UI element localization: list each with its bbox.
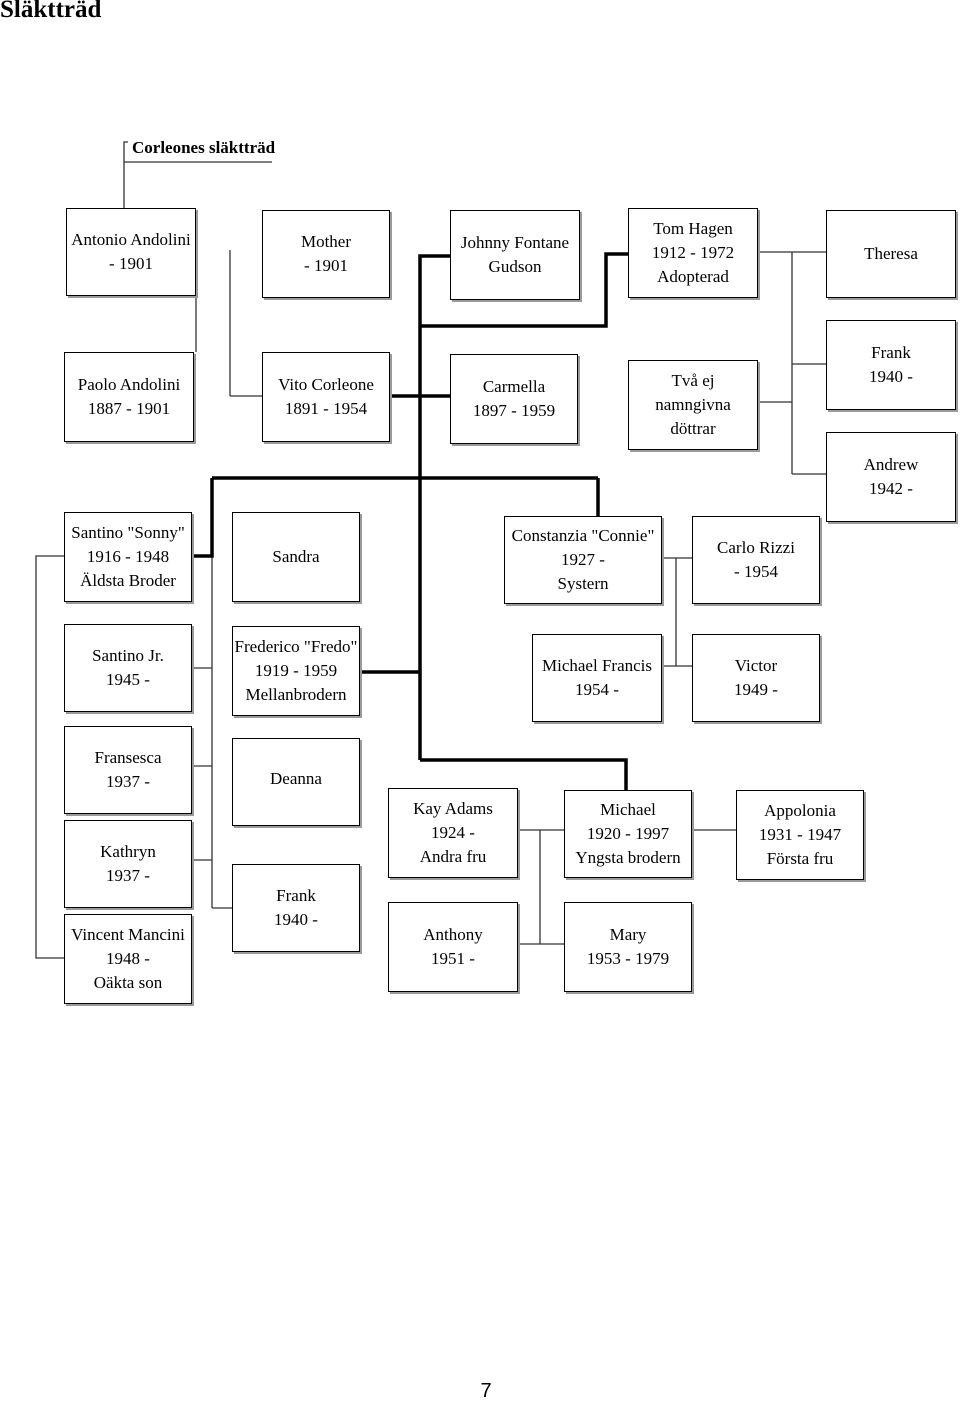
person-carmella: Carmella 1897 - 1959 (450, 354, 578, 444)
connector-lines (35, 141, 826, 959)
person-deanna: Deanna (232, 738, 360, 826)
person-victor: Victor 1949 - (692, 634, 820, 722)
person-name: Mary (609, 925, 647, 944)
person-note: Andra fru (419, 847, 487, 866)
person-name: Santino "Sonny" (71, 523, 185, 542)
page-heading: Släktträd (0, 0, 102, 23)
person-dates: 1919 - 1959 (254, 661, 338, 680)
person-name: Santino Jr. (92, 646, 164, 665)
person-name: Carlo Rizzi (717, 538, 795, 557)
person-dates: 1940 - (869, 367, 913, 386)
person-dates: - 1954 (734, 562, 778, 581)
person-note: Första fru (766, 849, 834, 868)
person-name: Sandra (272, 547, 320, 566)
person-dates: - 1901 (109, 254, 153, 273)
person-name: Vito Corleone (278, 375, 374, 394)
person-fransesca: Fransesca 1937 - (64, 726, 192, 814)
person-constanzia-connie: Constanzia "Connie" 1927 - Systern (504, 516, 662, 604)
person-frank-hagen: Frank 1940 - (826, 320, 956, 410)
person-name: Michael Francis (542, 656, 652, 675)
person-note: Yngsta brodern (575, 848, 681, 867)
person-dates: 1953 - 1979 (586, 949, 670, 968)
person-dates: 1951 - (431, 949, 475, 968)
person-name: Johnny Fontane (460, 233, 570, 252)
person-appolonia: Appolonia 1931 - 1947 Första fru (736, 790, 864, 880)
person-name: Mother (300, 232, 352, 251)
person-dates: 1927 - (561, 550, 605, 569)
person-dates: 1949 - (734, 680, 778, 699)
person-sandra: Sandra (232, 512, 360, 602)
person-note: Äldsta Broder (80, 571, 176, 590)
page-number: 7 (480, 1380, 492, 1402)
person-mother: Mother - 1901 (262, 210, 390, 298)
person-michael-corleone: Michael 1920 - 1997 Yngsta brodern (564, 790, 692, 878)
person-name: namngivna (655, 395, 731, 414)
person-name: Kathryn (100, 842, 156, 861)
person-dates: 1945 - (106, 670, 150, 689)
person-name: Andrew (863, 455, 919, 474)
person-note: Adopterad (657, 267, 729, 286)
person-name: Frank (276, 886, 316, 905)
person-dates: 1916 - 1948 (86, 547, 170, 566)
person-dates: 1897 - 1959 (472, 401, 556, 420)
person-dates: 1920 - 1997 (586, 824, 670, 843)
person-andrew-hagen: Andrew 1942 - (826, 432, 956, 522)
person-frederico-fredo: Frederico "Fredo" 1919 - 1959 Mellanbrod… (232, 626, 360, 716)
person-dates: 1940 - (274, 910, 318, 929)
person-theresa: Theresa (826, 210, 956, 298)
person-name: Frederico "Fredo" (234, 637, 358, 656)
person-dates: 1937 - (106, 866, 150, 885)
person-name: Michael (600, 800, 656, 819)
person-name: Frank (871, 343, 911, 362)
person-name: Två ej (671, 371, 715, 390)
person-name: Carmella (482, 377, 546, 396)
person-name: Paolo Andolini (77, 375, 181, 394)
person-dates: 1942 - (869, 479, 913, 498)
person-name: Tom Hagen (653, 219, 733, 238)
person-note: Mellanbrodern (245, 685, 347, 704)
person-name: Deanna (270, 769, 322, 788)
person-two-daughters: Två ej namngivna döttrar (628, 360, 758, 450)
person-dates: - 1901 (304, 256, 348, 275)
person-vito-corleone: Vito Corleone 1891 - 1954 (262, 352, 390, 442)
person-dates: 1937 - (106, 772, 150, 791)
person-santino-jr: Santino Jr. 1945 - (64, 624, 192, 712)
person-dates: 1931 - 1947 (758, 825, 842, 844)
person-name: Constanzia "Connie" (511, 526, 655, 545)
person-paolo-andolini: Paolo Andolini 1887 - 1901 (64, 352, 194, 442)
person-vincent-mancini: Vincent Mancini 1948 - Oäkta son (64, 914, 192, 1004)
person-name: Antonio Andolini (71, 230, 191, 249)
person-dates: 1912 - 1972 (651, 243, 735, 262)
person-kay-adams: Kay Adams 1924 - Andra fru (388, 788, 518, 878)
person-tom-hagen: Tom Hagen 1912 - 1972 Adopterad (628, 208, 758, 298)
person-name: Kay Adams (413, 799, 493, 818)
person-dates: 1924 - (431, 823, 475, 842)
person-note: Oäkta son (93, 973, 163, 992)
person-antonio-andolini: Antonio Andolini - 1901 (66, 208, 196, 296)
person-michael-francis: Michael Francis 1954 - (532, 634, 662, 722)
person-name: Victor (734, 656, 778, 675)
person-carlo-rizzi: Carlo Rizzi - 1954 (692, 516, 820, 604)
person-anthony: Anthony 1951 - (388, 902, 518, 992)
person-dates: 1948 - (106, 949, 150, 968)
person-johnny-fontane: Johnny Fontane Gudson (450, 210, 580, 300)
person-note: Gudson (488, 257, 542, 276)
person-name: Vincent Mancini (71, 925, 185, 944)
person-dates: 1954 - (575, 680, 619, 699)
person-note: Systern (557, 574, 609, 593)
person-name: Anthony (423, 925, 483, 944)
person-dates: 1891 - 1954 (284, 399, 368, 418)
tree-title: Corleones släktträd (132, 138, 276, 157)
person-santino-sonny: Santino "Sonny" 1916 - 1948 Äldsta Brode… (64, 512, 192, 602)
person-name: döttrar (670, 419, 716, 438)
person-name: Fransesca (94, 748, 162, 767)
person-name: Appolonia (764, 801, 836, 820)
person-mary: Mary 1953 - 1979 (564, 902, 692, 992)
person-kathryn: Kathryn 1937 - (64, 820, 192, 908)
person-name: Theresa (864, 244, 918, 263)
person-frank-sonny: Frank 1940 - (232, 864, 360, 952)
person-dates: 1887 - 1901 (87, 399, 171, 418)
